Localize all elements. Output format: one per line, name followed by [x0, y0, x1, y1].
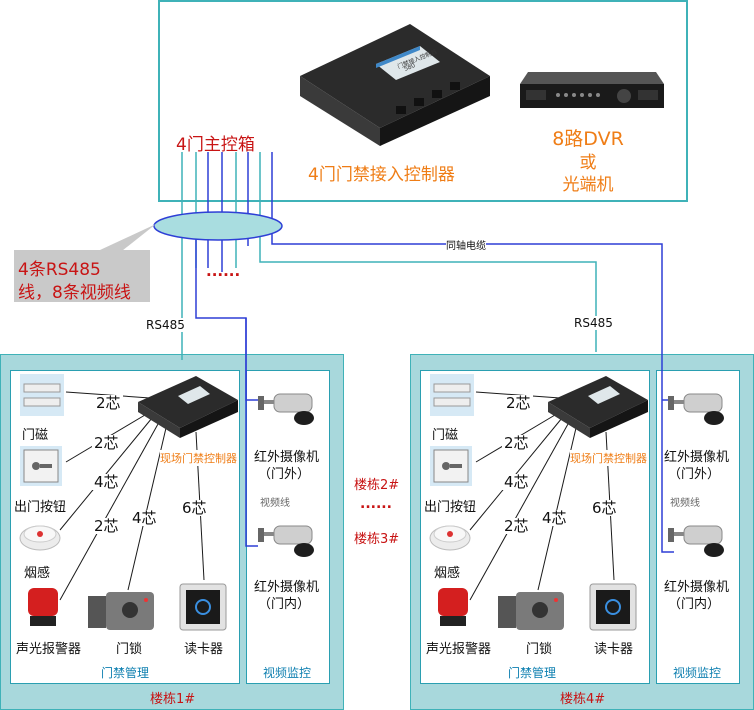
- dvr-device-icon: [518, 68, 666, 112]
- exit-button-label-4: 出门按钮: [424, 500, 477, 515]
- cam-in-label-4b: （门内）: [668, 597, 721, 612]
- door-lock-icon: [86, 588, 156, 634]
- dvr-label-line2: 或: [579, 153, 597, 173]
- field-controller-icon: [548, 372, 648, 438]
- video-title-4: 视频监控: [672, 666, 721, 680]
- card-reader-icon: [588, 582, 638, 632]
- rs485-left-label: RS485: [146, 318, 185, 332]
- exit-button-label-1: 出门按钮: [14, 500, 67, 515]
- camera-outdoor-icon: [666, 388, 726, 428]
- cam-out-label-1b: （门外）: [258, 467, 311, 482]
- main-box-label: 4门主控箱: [176, 135, 255, 155]
- building-4-name: 楼栋4#: [560, 692, 606, 707]
- rs485-right-label: RS485: [574, 316, 613, 330]
- core-label-1d: 2芯: [92, 517, 121, 535]
- door-sensor-label-1: 门磁: [22, 428, 49, 443]
- reader-label-1: 读卡器: [184, 642, 224, 657]
- core-label-1b: 2芯: [92, 434, 121, 452]
- cam-out-label-1a: 红外摄像机: [254, 450, 320, 465]
- alarm-label-1: 声光报警器: [16, 642, 82, 657]
- lock-label-1: 门锁: [116, 642, 143, 657]
- smoke-label-4: 烟感: [434, 566, 461, 581]
- video-line-label-1: 视频线: [260, 498, 290, 509]
- core-label-1e: 4芯: [130, 509, 159, 527]
- middle-building-3: 楼栋3#: [354, 532, 400, 547]
- access-title-4: 门禁管理: [507, 666, 556, 680]
- lock-label-4: 门锁: [526, 642, 553, 657]
- access-controller-device: 门禁接入控制器 580: [300, 16, 490, 146]
- door-sensor-icon: [430, 374, 474, 416]
- smoke-detector-icon: [18, 514, 62, 554]
- access-title-1: 门禁管理: [100, 666, 149, 680]
- alarm-label-4: 声光报警器: [426, 642, 492, 657]
- card-reader-icon: [178, 582, 228, 632]
- dvr-label-line1: 8路DVR: [552, 128, 624, 150]
- core-label-1c: 4芯: [92, 473, 121, 491]
- bundle-callout: [14, 250, 150, 302]
- exit-button-icon: [430, 446, 472, 486]
- field-controller-label-4: 现场门禁控制器: [570, 450, 647, 466]
- smoke-label-1: 烟感: [24, 566, 51, 581]
- cam-in-label-4a: 红外摄像机: [664, 580, 730, 595]
- core-label-4f: 6芯: [590, 499, 619, 517]
- callout-line1: 4条RS485: [18, 260, 101, 280]
- camera-indoor-icon: [256, 520, 316, 560]
- exit-button-icon: [20, 446, 62, 486]
- core-label-4d: 2芯: [502, 517, 531, 535]
- middle-dots: ......: [360, 496, 392, 512]
- building-1-name: 楼栋1#: [150, 692, 196, 707]
- core-label-4e: 4芯: [540, 509, 569, 527]
- camera-outdoor-icon: [256, 388, 316, 428]
- field-controller-icon: [138, 372, 238, 438]
- controller-label: 4门门禁接入控制器: [308, 165, 455, 185]
- video-line-label-4: 视频线: [670, 498, 700, 509]
- core-label-4a: 2芯: [504, 394, 533, 412]
- cam-in-label-1b: （门内）: [258, 597, 311, 612]
- core-label-1a: 2芯: [94, 394, 123, 412]
- door-sensor-label-4: 门磁: [432, 428, 459, 443]
- video-title-1: 视频监控: [262, 666, 311, 680]
- coax-label: 同轴电缆: [446, 237, 486, 252]
- cam-out-label-4b: （门外）: [668, 467, 721, 482]
- dvr-label-line3: 光端机: [562, 175, 614, 195]
- cam-in-label-1a: 红外摄像机: [254, 580, 320, 595]
- callout-line2: 线，8条视频线: [18, 283, 131, 303]
- core-label-1f: 6芯: [180, 499, 209, 517]
- door-sensor-icon: [20, 374, 64, 416]
- field-controller-label-1: 现场门禁控制器: [160, 450, 237, 466]
- camera-indoor-icon: [666, 520, 726, 560]
- alarm-icon: [22, 582, 64, 630]
- middle-building-2: 楼栋2#: [354, 478, 400, 493]
- smoke-detector-icon: [428, 514, 472, 554]
- door-lock-icon: [496, 588, 566, 634]
- core-label-4c: 4芯: [502, 473, 531, 491]
- cam-out-label-4a: 红外摄像机: [664, 450, 730, 465]
- top-dots: ......: [206, 262, 241, 280]
- reader-label-4: 读卡器: [594, 642, 634, 657]
- alarm-icon: [432, 582, 474, 630]
- core-label-4b: 2芯: [502, 434, 531, 452]
